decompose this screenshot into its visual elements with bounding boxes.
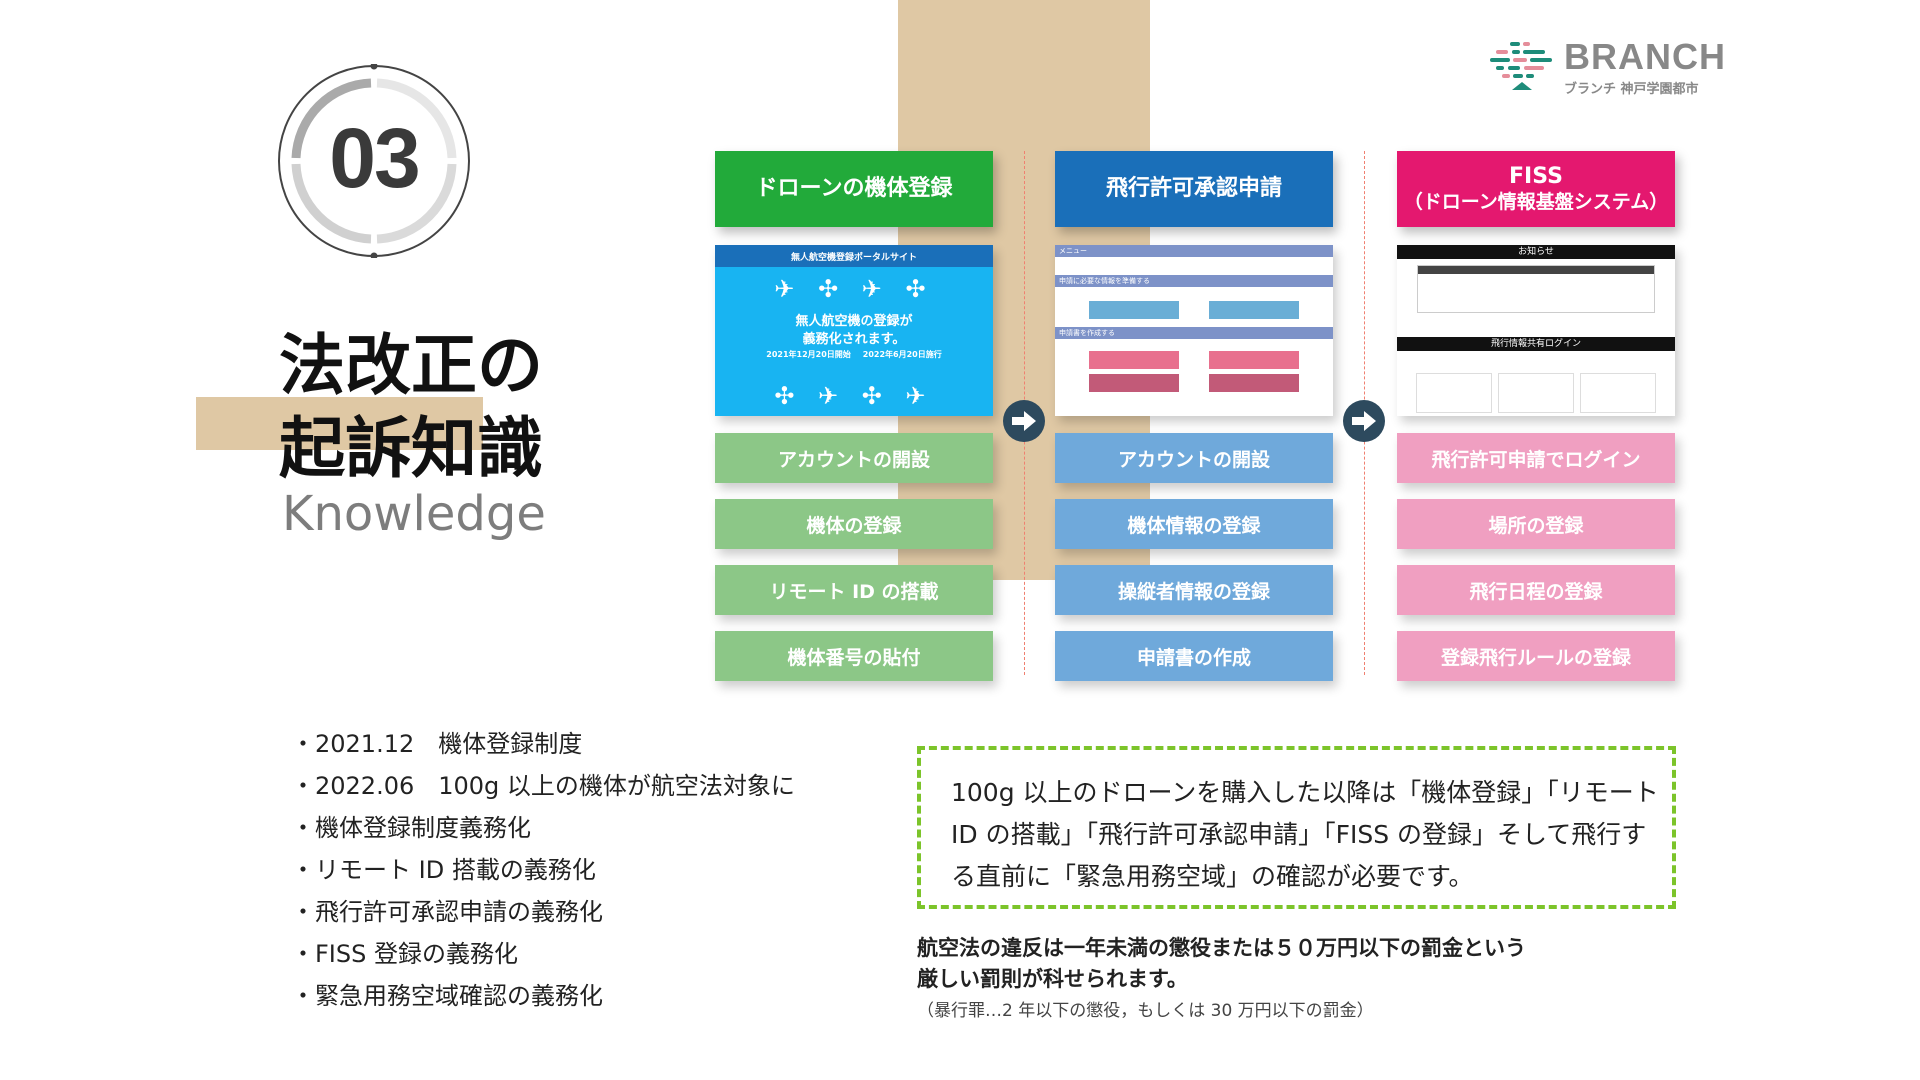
step-button[interactable]: アカウントの開設 <box>715 433 993 483</box>
bullet-item: ・2022.06 100g 以上の機体が航空法対象に <box>291 772 795 800</box>
bullet-item: ・2021.12 機体登録制度 <box>291 730 583 758</box>
fiss-screenshot: お知らせ 飛行情報共有ログイン <box>1397 245 1675 416</box>
column-header: 飛行許可承認申請 <box>1055 151 1333 227</box>
portal-headline-1: 無人航空機の登録が <box>795 314 913 329</box>
dips-section-create: 申請書を作成する <box>1055 327 1333 339</box>
bullet-item: ・緊急用務空域確認の義務化 <box>291 982 603 1010</box>
step-button[interactable]: 登録飛行ルールの登録 <box>1397 631 1675 681</box>
note-box <box>917 746 1676 909</box>
drone-icons: ✣ ✈ ✣ ✈ <box>774 382 934 410</box>
column-title-sub: （ドローン情報基盤システム） <box>1403 190 1669 213</box>
penalty-warning-line2: 厳しい罰則が科せられます。 <box>917 967 1188 991</box>
section-number-ring <box>278 64 470 258</box>
bullet-item: ・FISS 登録の義務化 <box>291 940 518 968</box>
section-title-line2: 起訴知識 <box>279 410 543 487</box>
portal-date-1: 2021年12月20日開始 <box>766 350 851 360</box>
arrow-right-icon <box>1003 400 1045 442</box>
column-flight-permit: 飛行許可承認申請 メニュー 申請に必要な情報を準備する 申請書を作成する アカウ… <box>1055 151 1333 681</box>
dips-menu-bar: メニュー <box>1055 245 1333 257</box>
penalty-footnote: （暴行罪…2 年以下の懲役，もしくは 30 万円以下の罰金） <box>917 1001 1374 1021</box>
arrow-right-icon <box>1343 400 1385 442</box>
logo-name: BRANCH <box>1564 36 1726 77</box>
dips-section-prepare: 申請に必要な情報を準備する <box>1055 275 1333 287</box>
branch-logo: BRANCH ブランチ 神戸学園都市 <box>1490 36 1726 97</box>
note-line: ID の搭載」「飛行許可承認申請」「FISS の登録」そして飛行す <box>951 820 1647 849</box>
fiss-news-header: お知らせ <box>1397 245 1675 259</box>
step-button[interactable]: アカウントの開設 <box>1055 433 1333 483</box>
section-title-line1: 法改正の <box>279 327 543 404</box>
portal-date-2: 2022年6月20日施行 <box>862 350 942 360</box>
note-line: 100g 以上のドローンを購入した以降は「機体登録」「リモート <box>951 778 1659 807</box>
bullet-item: ・リモート ID 搭載の義務化 <box>291 856 596 884</box>
section-number: 03 <box>329 111 420 205</box>
column-title: FISS <box>1509 164 1563 190</box>
column-fiss: FISS （ドローン情報基盤システム） お知らせ 飛行情報共有ログイン 飛行許可… <box>1397 151 1675 681</box>
fiss-login-header: 飛行情報共有ログイン <box>1397 337 1675 351</box>
drone-icons: ✈ ✣ ✈ ✣ <box>774 275 934 303</box>
step-button[interactable]: 申請書の作成 <box>1055 631 1333 681</box>
tree-logo-icon <box>1490 41 1552 90</box>
column-header: ドローンの機体登録 <box>715 151 993 227</box>
column-drone-registration: ドローンの機体登録 無人航空機登録ポータルサイト ✈ ✣ ✈ ✣ 無人航空機の登… <box>715 151 993 681</box>
portal-headline-2: 義務化されます。 <box>802 332 906 348</box>
step-button[interactable]: リモート ID の搭載 <box>715 565 993 615</box>
section-subtitle: Knowledge <box>282 486 546 542</box>
bullet-item: ・機体登録制度義務化 <box>291 814 531 842</box>
decor-bar-horizontal <box>196 397 483 450</box>
portal-site-title: 無人航空機登録ポータルサイト <box>715 245 993 267</box>
step-button[interactable]: 機体情報の登録 <box>1055 499 1333 549</box>
step-button[interactable]: 機体の登録 <box>715 499 993 549</box>
note-line: る直前に「緊急用務空域」の確認が必要です。 <box>951 862 1474 891</box>
registration-portal-screenshot: 無人航空機登録ポータルサイト ✈ ✣ ✈ ✣ 無人航空機の登録が 義務化されます… <box>715 245 993 416</box>
step-button[interactable]: 操縦者情報の登録 <box>1055 565 1333 615</box>
step-button[interactable]: 機体番号の貼付 <box>715 631 993 681</box>
dips-screenshot: メニュー 申請に必要な情報を準備する 申請書を作成する <box>1055 245 1333 416</box>
logo-subtitle: ブランチ 神戸学園都市 <box>1564 82 1699 97</box>
step-button[interactable]: 場所の登録 <box>1397 499 1675 549</box>
bullet-item: ・飛行許可承認申請の義務化 <box>291 898 603 926</box>
step-button[interactable]: 飛行許可申請でログイン <box>1397 433 1675 483</box>
column-header: FISS （ドローン情報基盤システム） <box>1397 151 1675 227</box>
step-button[interactable]: 飛行日程の登録 <box>1397 565 1675 615</box>
penalty-warning-line1: 航空法の違反は一年未満の懲役または５０万円以下の罰金という <box>917 936 1526 960</box>
